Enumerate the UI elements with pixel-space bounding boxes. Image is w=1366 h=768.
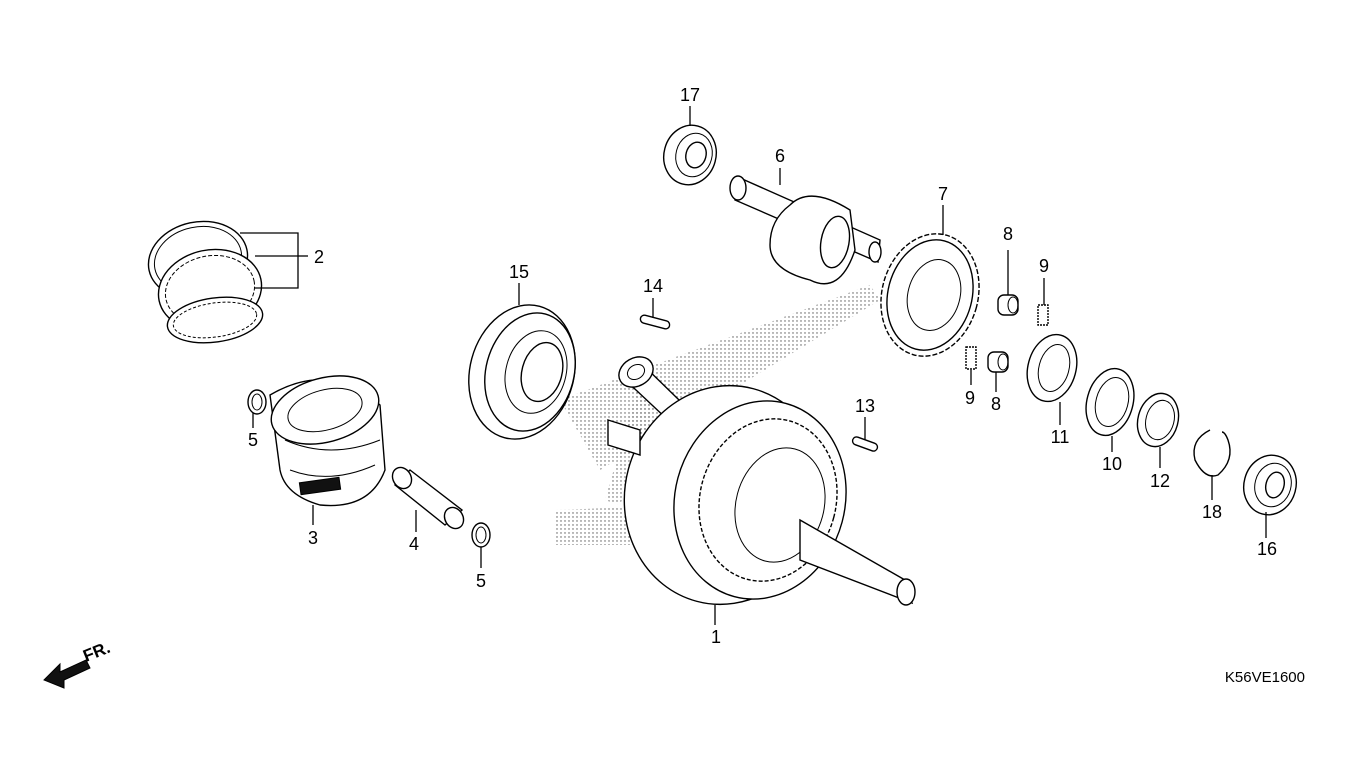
- woodruff-key-14: [639, 314, 671, 330]
- piston: [269, 375, 386, 507]
- damper-spring-lower: [965, 346, 977, 370]
- callout-7: 7: [938, 184, 948, 204]
- callout-9-lower: 9: [965, 388, 975, 408]
- callout-11: 11: [1051, 427, 1070, 447]
- callout-labels: 1 2 3 4 5 5 6 7 8 8 9 9 10 11 12 13 14 1…: [248, 85, 1277, 647]
- washer-11: [1026, 333, 1078, 403]
- leader-lines: [240, 106, 1267, 625]
- crankshaft-bearing-small: [1243, 454, 1297, 516]
- front-direction-indicator: FR.: [43, 638, 113, 689]
- callout-2: 2: [314, 247, 324, 267]
- callout-12: 12: [1150, 471, 1170, 491]
- callout-9-upper: 9: [1039, 256, 1049, 276]
- balancer-bearing: [663, 124, 717, 186]
- callout-5-left: 5: [248, 430, 258, 450]
- callout-4: 4: [409, 534, 419, 554]
- piston-rings: [147, 220, 264, 344]
- callout-14: 14: [643, 276, 663, 296]
- woodruff-key-13: [851, 436, 879, 452]
- piston-pin-clip-left: [247, 389, 267, 415]
- gear-damper-upper: [997, 294, 1019, 316]
- callout-18: 18: [1202, 502, 1222, 522]
- damper-spring-upper: [1037, 304, 1049, 326]
- circlip: [1193, 429, 1231, 477]
- washer-10: [1085, 367, 1135, 437]
- callout-3: 3: [308, 528, 318, 548]
- callout-16: 16: [1257, 539, 1277, 559]
- callout-17: 17: [680, 85, 700, 105]
- diagram-code: K56VE1600: [1225, 669, 1305, 686]
- gear-damper-lower: [987, 351, 1009, 373]
- callout-15: 15: [509, 262, 529, 282]
- callout-8-upper: 8: [1003, 224, 1013, 244]
- washer-12: [1136, 392, 1180, 448]
- callout-8-lower: 8: [991, 394, 1001, 414]
- callout-13: 13: [855, 396, 875, 416]
- callout-1: 1: [711, 627, 721, 647]
- front-label: FR.: [80, 638, 113, 666]
- front-arrow-icon: [43, 659, 91, 689]
- crankshaft-bearing-large: [468, 304, 576, 440]
- callout-10: 10: [1102, 454, 1122, 474]
- piston-pin-clip-right: [471, 522, 491, 548]
- callout-5-right: 5: [476, 571, 486, 591]
- balancer-shaft: [729, 175, 882, 285]
- callout-6: 6: [775, 146, 785, 166]
- piston-pin: [391, 466, 465, 530]
- balancer-drive-gear: [880, 233, 980, 357]
- crankshaft-assembly: [607, 356, 916, 606]
